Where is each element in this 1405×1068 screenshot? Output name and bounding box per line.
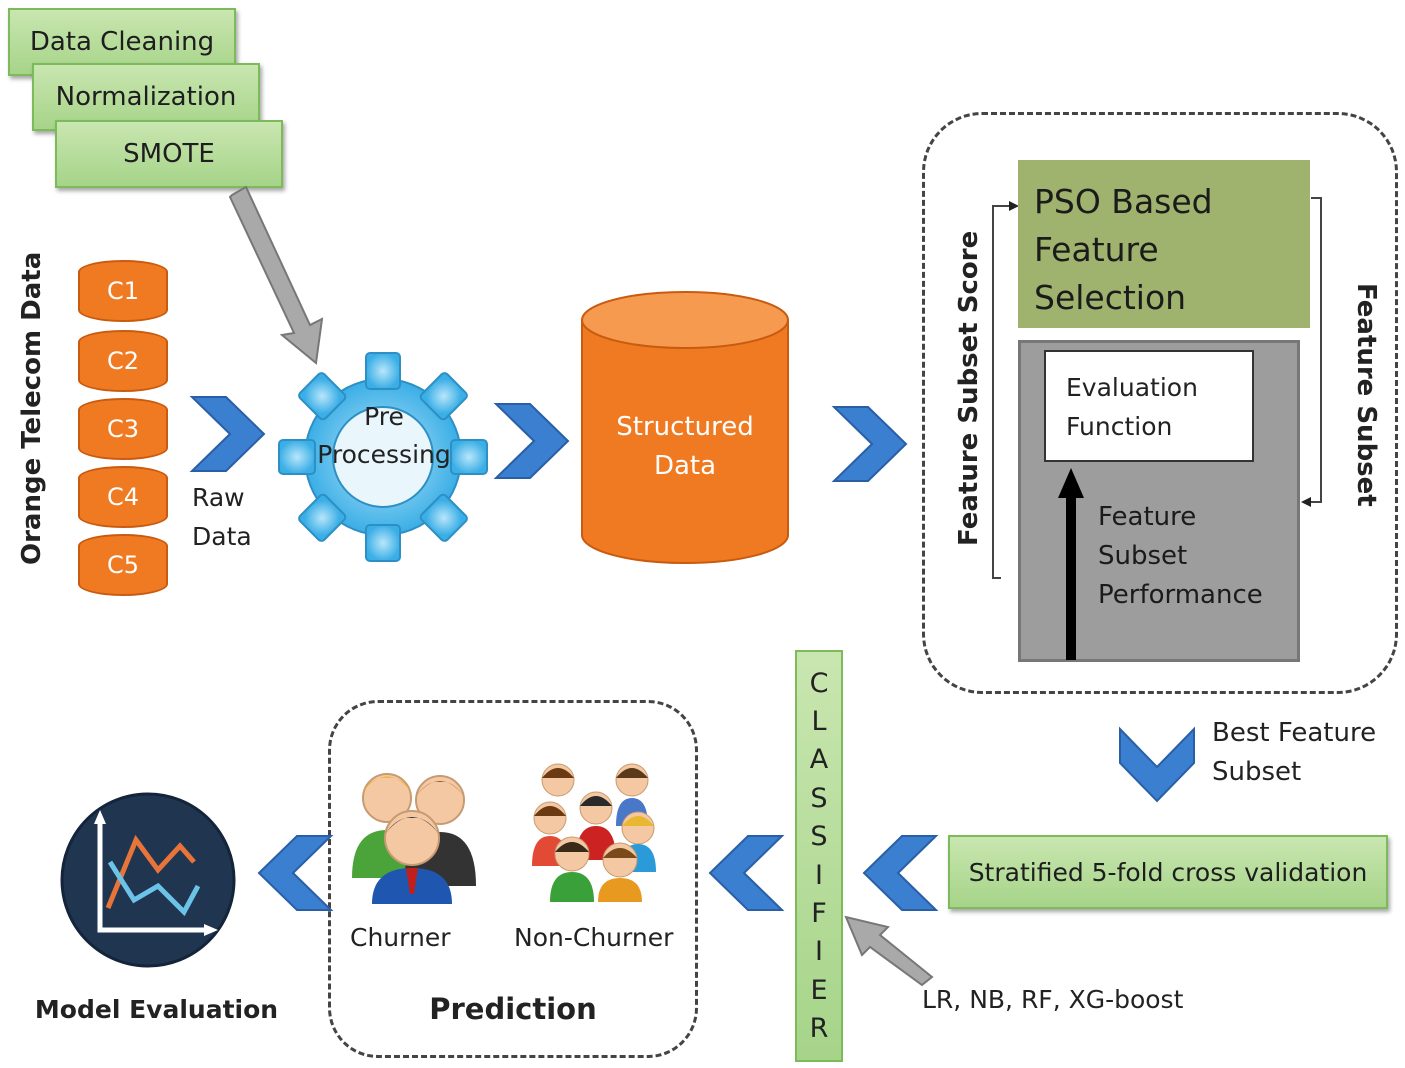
churner-label: Churner	[350, 923, 451, 952]
structured-data-cylinder	[581, 291, 789, 564]
cross-validation-label: Stratified 5-fold cross validation	[968, 857, 1368, 887]
classifier-input-arrow	[844, 915, 934, 987]
best-feature-subset-label: Best Feature Subset	[1212, 718, 1377, 787]
chevron-left-icon	[708, 835, 785, 911]
chevron-right-icon	[189, 396, 266, 472]
non-churner-label: Non-Churner	[514, 923, 674, 952]
feature-subset-performance-label: Feature Subset Performance	[1098, 502, 1263, 610]
model-evaluation-label: Model Evaluation	[34, 995, 279, 1024]
feedback-connectors	[992, 197, 1322, 579]
chevron-down-icon	[1119, 726, 1195, 803]
chevron-right-icon	[493, 403, 570, 479]
data-cleaning-label: Data Cleaning	[29, 27, 215, 57]
gear-icon	[278, 352, 488, 562]
chevron-left-icon	[257, 835, 334, 911]
normalization-label: Normalization	[55, 82, 237, 112]
model-evaluation-icon	[60, 792, 236, 968]
chevron-left-icon	[862, 835, 939, 911]
pso-feature-selection-box: PSO Based Feature Selection	[1018, 160, 1310, 328]
feature-subset-score-label: Feature Subset Score	[954, 230, 984, 546]
data-chunk-c5: C5	[78, 534, 168, 596]
structured-data-label: Structured Data	[616, 412, 754, 481]
smote-box: SMOTE	[55, 120, 283, 188]
raw-data-label: Raw Data	[192, 483, 252, 551]
churner-group-icon	[352, 773, 476, 904]
preprocessing-arrow	[228, 185, 324, 365]
evaluation-function-box: Evaluation Function	[1044, 350, 1254, 462]
prediction-region	[328, 700, 698, 1058]
data-chunk-c2: C2	[78, 330, 168, 392]
data-chunk-c3: C3	[78, 398, 168, 460]
feature-selection-region	[922, 112, 1398, 694]
data-chunk-c4: C4	[78, 466, 168, 528]
smote-label: SMOTE	[123, 139, 215, 169]
prediction-title: Prediction	[429, 992, 597, 1026]
classifier-bar: C L A S S I F I E R	[795, 650, 843, 1062]
cross-validation-box: Stratified 5-fold cross validation	[948, 835, 1388, 909]
feature-subset-label: Feature Subset	[1351, 283, 1381, 507]
preprocessing-label: Pre Processing	[317, 402, 451, 469]
up-arrow-icon	[1058, 468, 1084, 660]
orange-telecom-data-label: Orange Telecom Data	[17, 251, 47, 565]
chevron-right-icon	[831, 406, 908, 482]
classifiers-label: LR, NB, RF, XG-boost	[922, 985, 1184, 1014]
non-churner-group-icon	[532, 763, 656, 902]
data-chunk-c1: C1	[78, 260, 168, 322]
